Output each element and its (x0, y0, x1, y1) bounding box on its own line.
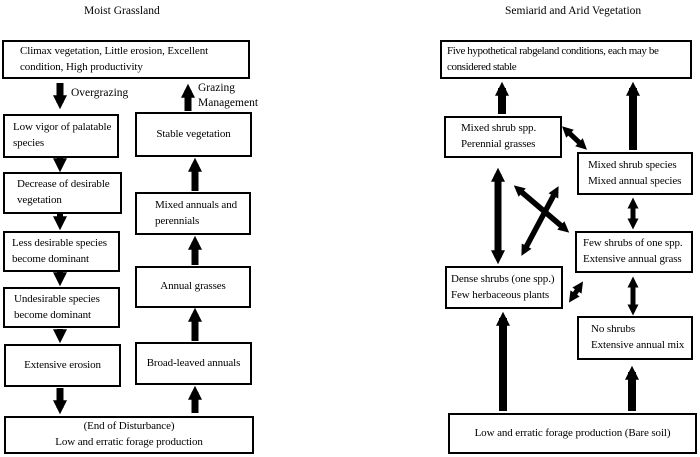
box-dense-shrubs: Dense shrubs (one spp.) Few herbaceous p… (445, 266, 563, 309)
box-broad-leaved: Broad-leaved annuals (135, 342, 252, 385)
arrow-perennial-annual-link (561, 126, 588, 150)
right-chart-title: Semiarid and Arid Vegetation (505, 5, 642, 17)
left-chart-title: Moist Grassland (84, 5, 160, 17)
box-undesirable: Undesirable species become dominant (3, 287, 120, 328)
box-stable-vegetation: Stable vegetation (135, 112, 252, 157)
box-less-desirable: Less desirable species become dominant (3, 231, 120, 272)
overgrazing-label: Overgrazing (71, 87, 129, 99)
arrow-dense-fewshrubs-link (568, 281, 584, 303)
box-few-shrubs: Few shrubs of one spp. Extensive annual … (575, 231, 693, 273)
box-mixed-shrub-perennial: Mixed shrub spp. Perennial grasses (444, 116, 562, 158)
box-decrease-desirable: Decrease of desirable vegetation (3, 172, 122, 214)
box-mixed-shrub-annual: Mixed shrub species Mixed annual species (577, 152, 693, 195)
box-five-conditions: Five hypothetical rabgeland conditions, … (440, 40, 692, 79)
box-no-shrubs: No shrubs Extensive annual mix (577, 316, 693, 360)
box-low-vigor: Low vigor of palatable species (3, 114, 119, 158)
box-annual-grasses: Annual grasses (135, 266, 251, 308)
box-climax-vegetation: Climax vegetation, Little erosion, Excel… (2, 40, 250, 79)
grazing-management-label: Grazing Management (198, 82, 259, 109)
box-mixed-annuals: Mixed annuals and perennials (135, 192, 251, 235)
box-low-forage: Low and erratic forage production (Bare … (448, 413, 697, 454)
box-extensive-erosion: Extensive erosion (4, 344, 121, 387)
box-end-of-disturbance: (End of Disturbance) Low and erratic for… (4, 416, 254, 454)
arrow-annual-dense-link (521, 186, 559, 256)
